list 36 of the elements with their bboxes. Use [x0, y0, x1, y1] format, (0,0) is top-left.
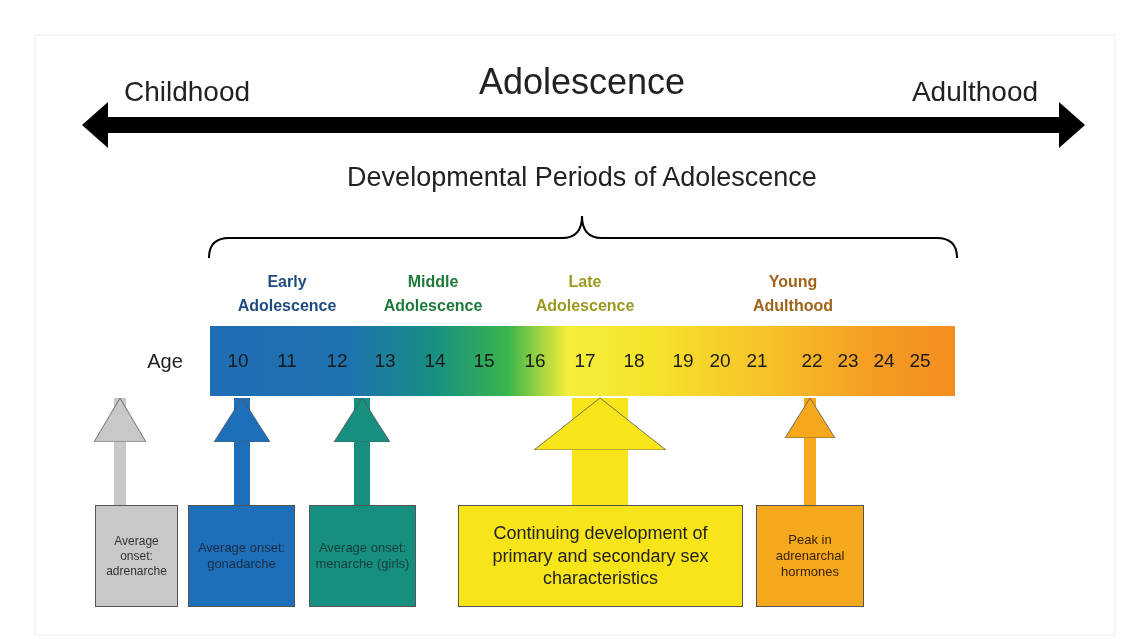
age-bar — [210, 326, 955, 396]
note-box: Average onset: menarche (girls) — [309, 505, 416, 607]
axis-label: Age — [147, 349, 183, 373]
block-arrow — [533, 397, 667, 505]
age-number: 21 — [746, 350, 768, 372]
age-number: 12 — [326, 350, 348, 372]
age-number: 18 — [623, 350, 645, 372]
stage-label: Childhood — [123, 76, 251, 108]
title-label: Adolescence — [478, 61, 686, 103]
note-box: Continuing development of primary and secondary sex characteristics — [458, 505, 743, 607]
period-label: Middle Adolescence — [382, 272, 484, 316]
age-number: 25 — [909, 350, 931, 372]
block-arrow — [784, 397, 836, 505]
age-number: 14 — [424, 350, 446, 372]
age-number: 20 — [709, 350, 731, 372]
heading-label: Developmental Periods of Adolescence — [347, 161, 817, 193]
period-label: Young Adulthood — [752, 272, 834, 316]
age-number: 23 — [837, 350, 859, 372]
note-box: Average onset: adrenarche — [95, 505, 178, 607]
age-number: 19 — [672, 350, 694, 372]
block-arrow — [93, 397, 147, 505]
note-box: Peak in adrenarchal hormones — [756, 505, 864, 607]
period-label: Early Adolescence — [236, 272, 338, 316]
age-number: 22 — [801, 350, 823, 372]
age-number: 11 — [277, 350, 297, 372]
age-number: 16 — [524, 350, 546, 372]
age-number: 24 — [873, 350, 895, 372]
stage-label: Adulthood — [911, 76, 1039, 108]
block-arrow — [333, 397, 391, 505]
period-label: Late Adolescence — [534, 272, 636, 316]
note-box: Average onset: gonadarche — [188, 505, 295, 607]
age-number: 17 — [574, 350, 596, 372]
age-number: 13 — [374, 350, 396, 372]
age-number: 15 — [473, 350, 495, 372]
age-number: 10 — [227, 350, 249, 372]
block-arrow — [213, 397, 271, 505]
